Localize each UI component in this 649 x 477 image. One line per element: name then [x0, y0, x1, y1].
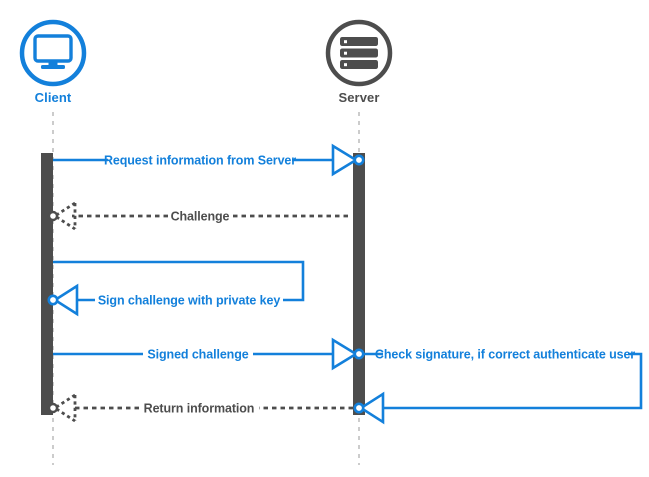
activation-bar-server	[353, 153, 365, 415]
actor-server[interactable]	[325, 19, 393, 87]
arrow-endpoint-dot-4	[353, 348, 365, 360]
message-label-1: Request information from Server	[104, 154, 296, 168]
arrowhead-1	[331, 143, 359, 177]
client-icon-ring	[19, 19, 87, 87]
actor-client[interactable]	[19, 19, 87, 87]
message-label-3: Sign challenge with private key	[98, 294, 281, 308]
arrowhead-5	[358, 391, 385, 425]
arrow-endpoint-dot-5	[353, 402, 365, 414]
arrow-endpoint-dot-2	[47, 210, 59, 222]
selfloop-path-server	[379, 352, 643, 410]
message-signed-challenge[interactable]: Signed challenge	[53, 337, 365, 371]
message-return-information[interactable]: Return information	[47, 393, 353, 423]
server-icon	[340, 37, 378, 69]
message-label-6: Return information	[144, 402, 255, 416]
activation-bar-client	[41, 153, 53, 415]
message-request-information-from-server[interactable]: Request information from Server	[53, 143, 365, 177]
actor-label-server: Server	[338, 90, 379, 105]
arrow-endpoint-dot-1	[353, 154, 365, 166]
message-label-4: Signed challenge	[147, 348, 248, 362]
selfloop-path-client	[53, 260, 305, 302]
arrowhead-3	[52, 283, 79, 317]
monitor-icon	[33, 34, 73, 69]
arrowhead-6	[52, 393, 76, 423]
server-icon-ring	[325, 19, 393, 87]
arrowhead-2	[52, 201, 76, 231]
arrow-endpoint-dot-3	[47, 294, 59, 306]
activation-bars	[41, 153, 365, 415]
message-label-5: Check signature, if correct authenticate…	[375, 348, 635, 362]
message-sign-challenge-with-private-key[interactable]: Sign challenge with private key	[47, 260, 305, 317]
actor-label-client: Client	[35, 90, 72, 105]
message-label-2: Challenge	[171, 210, 230, 224]
arrow-endpoint-dot-6	[47, 402, 59, 414]
message-challenge[interactable]: Challenge	[47, 201, 348, 231]
arrowhead-4	[331, 337, 359, 371]
message-check-signature[interactable]: Check signature, if correct authenticate…	[353, 348, 643, 425]
